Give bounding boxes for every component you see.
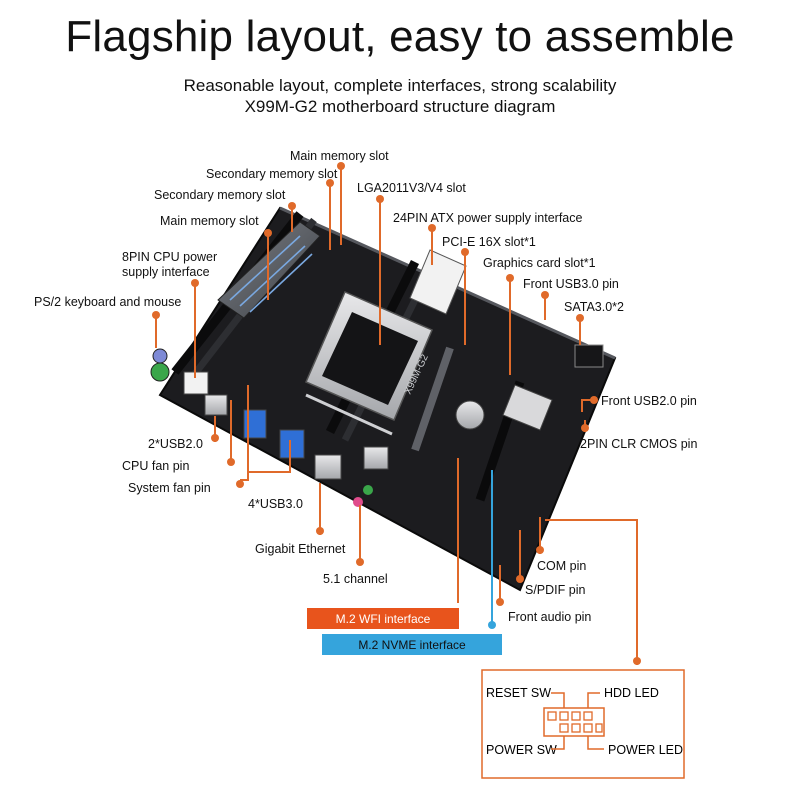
label-usb2: 2*USB2.0: [148, 437, 203, 451]
label-clr-cmos: 2PIN CLR CMOS pin: [580, 437, 697, 451]
label-front-audio: Front audio pin: [508, 610, 591, 624]
pin-header-pins: [547, 711, 603, 733]
panel-connector-lines: [551, 692, 604, 750]
socket-lid: [322, 312, 418, 405]
audio-block: [363, 446, 389, 470]
audio-jack-pink: [353, 497, 363, 507]
label-sata: SATA3.0*2: [564, 300, 624, 314]
m2-nvme-bar: [322, 634, 502, 655]
label-channel: 5.1 channel: [323, 572, 388, 586]
page-title: Flagship layout, easy to assemble: [65, 12, 735, 61]
rear-io: [150, 348, 389, 507]
label-reset-sw: RESET SW: [486, 686, 551, 700]
label-usb3: 4*USB3.0: [248, 497, 303, 511]
socket-lever: [305, 393, 393, 436]
ethernet-port: [314, 454, 342, 480]
label-system-fan: System fan pin: [128, 481, 211, 495]
m2-wifi-label: M.2 WFI interface: [336, 612, 431, 626]
page-subtitle: Reasonable layout, complete interfaces, …: [183, 76, 617, 95]
m2-nvme-tag: M.2 NVME interface: [322, 634, 502, 655]
label-ps2: PS/2 keyboard and mouse: [34, 295, 181, 309]
ps2-port-2: [152, 348, 168, 364]
leader-lines: [155, 163, 638, 665]
label-lga-slot: LGA2011V3/V4 slot: [357, 181, 466, 195]
label-power-sw: POWER SW: [486, 743, 557, 757]
leader-dots: [152, 162, 641, 665]
sata-ports-shape: [574, 344, 604, 368]
usb2-stack: [204, 394, 228, 416]
label-pcie: PCI-E 16X slot*1: [442, 235, 536, 249]
callout-labels: Main memory slot Secondary memory slot L…: [34, 149, 697, 624]
label-spdif: S/PDIF pin: [525, 583, 585, 597]
usb3-stack-1: [243, 409, 267, 439]
atx-connector-shape: [409, 249, 467, 315]
label-atx-power: 24PIN ATX power supply interface: [393, 211, 582, 225]
label-main-memory-left: Main memory slot: [160, 214, 259, 228]
label-cpu-power-1: 8PIN CPU power: [122, 250, 217, 264]
cmos-battery: [455, 400, 485, 430]
m2-nvme-label: M.2 NVME interface: [358, 638, 466, 652]
label-cpu-power-2: supply interface: [122, 265, 210, 279]
label-power-led: POWER LED: [608, 743, 683, 757]
pin-header: [543, 707, 605, 737]
label-front-usb3: Front USB3.0 pin: [523, 277, 619, 291]
label-ethernet: Gigabit Ethernet: [255, 542, 346, 556]
chipset: [502, 384, 553, 431]
diagram-title: X99M-G2 motherboard structure diagram: [244, 97, 556, 116]
heatsink-accents: [229, 235, 313, 313]
label-cpu-fan: CPU fan pin: [122, 459, 189, 473]
label-hdd-led: HDD LED: [604, 686, 659, 700]
label-secondary-memory-1: Secondary memory slot: [206, 167, 338, 181]
usb3-stack-2: [279, 429, 305, 459]
cpu-socket: [305, 291, 433, 436]
label-graphics-card: Graphics card slot*1: [483, 256, 596, 270]
label-com: COM pin: [537, 559, 586, 573]
label-front-usb2: Front USB2.0 pin: [601, 394, 697, 408]
audio-jack-green: [363, 485, 373, 495]
front-panel-header-box: RESET SW HDD LED POWER SW POWER LED: [481, 669, 685, 779]
label-main-memory-top: Main memory slot: [290, 149, 389, 163]
ps2-port: [150, 362, 170, 382]
m2-wifi-bar: [307, 608, 459, 629]
label-secondary-memory-2: Secondary memory slot: [154, 188, 286, 202]
m2-wifi-tag: M.2 WFI interface: [307, 608, 459, 629]
pcie-slot-shape: [411, 346, 454, 452]
